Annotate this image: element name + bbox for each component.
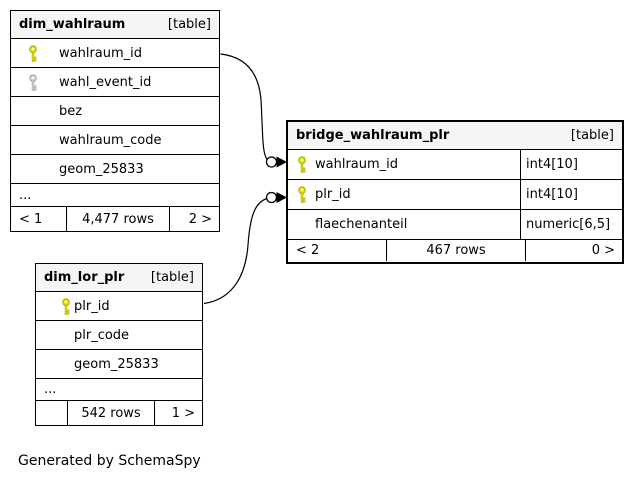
primary-key-icon — [11, 44, 59, 62]
column-type: int4[10] — [520, 150, 622, 179]
pager-next[interactable]: 0 > — [525, 240, 622, 261]
column-name: plr_id — [74, 298, 110, 314]
pager-row-count: 467 rows — [426, 243, 486, 258]
column-row-plr-code: plr_code — [36, 321, 202, 350]
column-name: bez — [59, 103, 83, 119]
column-name: plr_code — [74, 327, 130, 343]
pager-prev[interactable]: < 1 — [11, 207, 67, 231]
table-bridge-wahlraum-plr[interactable]: bridge_wahlraum_plr [table] wa — [286, 120, 624, 264]
column-name-cell: plr_id — [288, 186, 520, 203]
table-name[interactable]: dim_wahlraum — [19, 17, 126, 32]
pager-row-count: 542 rows — [81, 405, 141, 421]
pager-prev[interactable]: < 2 — [288, 240, 387, 261]
primary-key-icon — [36, 297, 74, 315]
relationship-path-wahlraum — [220, 53, 268, 160]
column-row-wahlraum-id: wahlraum_id int4[10] — [288, 150, 622, 180]
table-name[interactable]: bridge_wahlraum_plr — [296, 128, 450, 143]
column-name-cell: wahlraum_id — [288, 156, 520, 173]
column-name: wahlraum_code — [59, 132, 162, 148]
pager-next[interactable]: 2 > — [169, 207, 219, 231]
pager-row-count: 4,477 rows — [82, 211, 154, 227]
column-row-wahl-event-id: wahl_event_id — [11, 68, 219, 97]
table-header[interactable]: dim_lor_plr [table] — [36, 264, 202, 292]
column-name: plr_id — [315, 187, 351, 202]
primary-key-icon — [288, 156, 315, 173]
zero-one-circle-wahlraum — [265, 156, 278, 168]
column-row-geom-25833: geom_25833 — [36, 350, 202, 379]
column-type: numeric[6,5] — [520, 210, 622, 239]
table-type-badge: [table] — [570, 128, 614, 143]
pager-prev — [36, 401, 68, 425]
table-header[interactable]: dim_wahlraum [table] — [11, 11, 219, 39]
pager: 542 rows 1 > — [36, 401, 202, 425]
column-row-plr-id: plr_id int4[10] — [288, 180, 622, 210]
column-row-bez: bez — [11, 97, 219, 126]
column-name: wahlraum_id — [59, 45, 143, 61]
column-row-flaechenanteil: flaechenanteil numeric[6,5] — [288, 210, 622, 240]
ellipsis-row: ... — [11, 184, 219, 207]
column-name: geom_25833 — [74, 356, 159, 372]
column-name: wahlraum_id — [315, 157, 399, 172]
table-header[interactable]: bridge_wahlraum_plr [table] — [288, 122, 622, 150]
column-row-wahlraum-id: wahlraum_id — [11, 39, 219, 68]
generated-by-note: Generated by SchemaSpy — [18, 453, 201, 469]
pager: < 1 4,477 rows 2 > — [11, 207, 219, 231]
table-dim-wahlraum[interactable]: dim_wahlraum [table] wahlraum_id — [10, 10, 220, 232]
column-name: flaechenanteil — [315, 217, 408, 232]
pager: < 2 467 rows 0 > — [288, 240, 622, 261]
table-dim-lor-plr[interactable]: dim_lor_plr [table] plr_id plr_code — [35, 263, 203, 426]
column-row-plr-id: plr_id — [36, 292, 202, 321]
column-type: int4[10] — [520, 180, 622, 209]
column-row-geom-25833: geom_25833 — [11, 155, 219, 184]
ellipsis-row: ... — [36, 379, 202, 401]
column-name: geom_25833 — [59, 161, 144, 177]
secondary-key-icon — [11, 73, 59, 91]
table-type-badge: [table] — [167, 17, 211, 32]
column-row-wahlraum-code: wahlraum_code — [11, 126, 219, 155]
primary-key-icon — [288, 186, 315, 203]
column-name: wahl_event_id — [59, 74, 152, 90]
pager-next[interactable]: 1 > — [154, 401, 202, 425]
table-name[interactable]: dim_lor_plr — [44, 270, 125, 285]
column-name-cell: flaechenanteil — [288, 217, 520, 232]
zero-one-circle-plr — [265, 191, 278, 204]
table-type-badge: [table] — [150, 270, 194, 285]
